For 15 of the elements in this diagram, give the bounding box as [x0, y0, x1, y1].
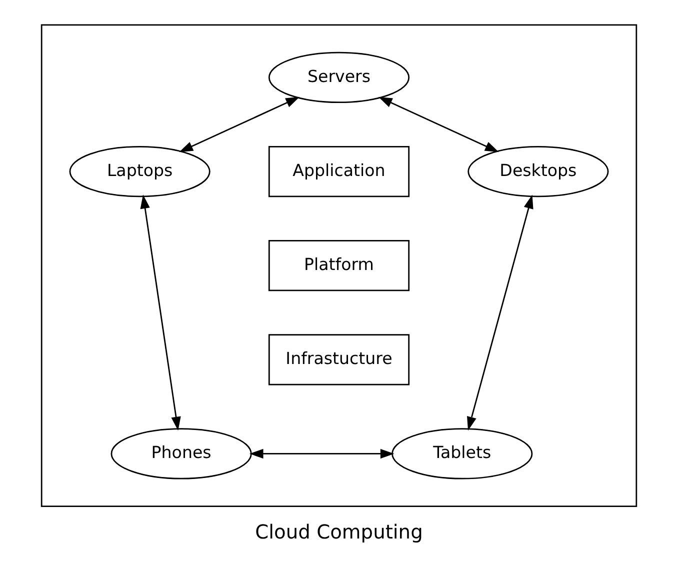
node-box: Infrastucture	[268, 334, 410, 386]
arrow	[249, 448, 394, 459]
arrow	[467, 194, 534, 431]
node-ellipse: Desktops	[468, 146, 609, 198]
node-ellipse: Phones	[110, 428, 252, 480]
node-ellipse: Tablets	[392, 428, 533, 480]
cluster	[40, 24, 638, 507]
node-box: Platform	[268, 240, 410, 292]
node-ellipse: Servers	[268, 52, 410, 104]
node-box: Application	[268, 146, 410, 198]
arrow	[179, 96, 300, 152]
node-ellipse: Laptops	[69, 146, 210, 198]
arrow	[378, 96, 499, 152]
caption: Cloud Computing	[255, 520, 423, 544]
arrow	[140, 194, 181, 431]
